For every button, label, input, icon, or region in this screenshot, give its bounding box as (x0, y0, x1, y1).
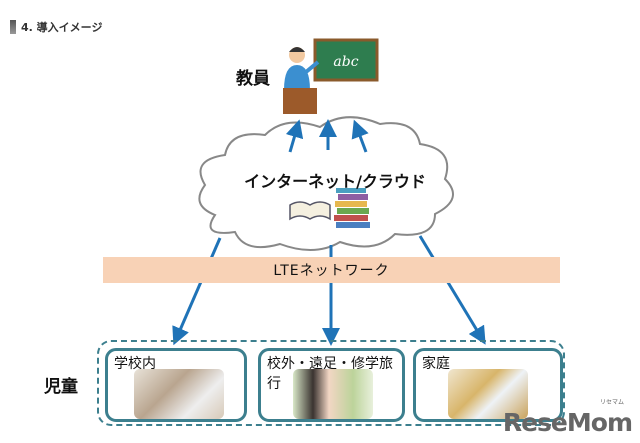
logo-subtext: リセマム (600, 399, 625, 406)
children-group (97, 340, 565, 426)
location-label: 校外・遠足・修学旅行 (267, 356, 393, 392)
upload-arrows (285, 119, 369, 153)
school-photo (134, 369, 224, 419)
resemom-logo: ReseMom (502, 408, 633, 437)
section-title: 4. 導入イメージ (21, 21, 103, 34)
chalkboard-text: abc (333, 54, 358, 70)
lte-network-bar: LTEネットワーク (103, 257, 560, 283)
location-school: 学校内 (105, 348, 247, 422)
cloud-shape (198, 116, 454, 252)
home-photo (448, 369, 528, 419)
teacher-label: 教員 (236, 69, 270, 89)
location-home: 家庭 (413, 348, 563, 422)
location-label: 学校内 (114, 356, 156, 372)
lte-label: LTEネットワーク (273, 263, 390, 279)
download-arrows (172, 235, 486, 346)
cloud-label: インターネット/クラウド (244, 172, 426, 191)
location-label: 家庭 (422, 356, 450, 372)
outdoor-photo (293, 369, 373, 419)
children-label: 児童 (44, 377, 78, 397)
location-outside: 校外・遠足・修学旅行 (258, 348, 405, 422)
teacher-icon: abc (283, 38, 379, 114)
book-icons (289, 188, 370, 228)
header-marker (10, 20, 16, 34)
